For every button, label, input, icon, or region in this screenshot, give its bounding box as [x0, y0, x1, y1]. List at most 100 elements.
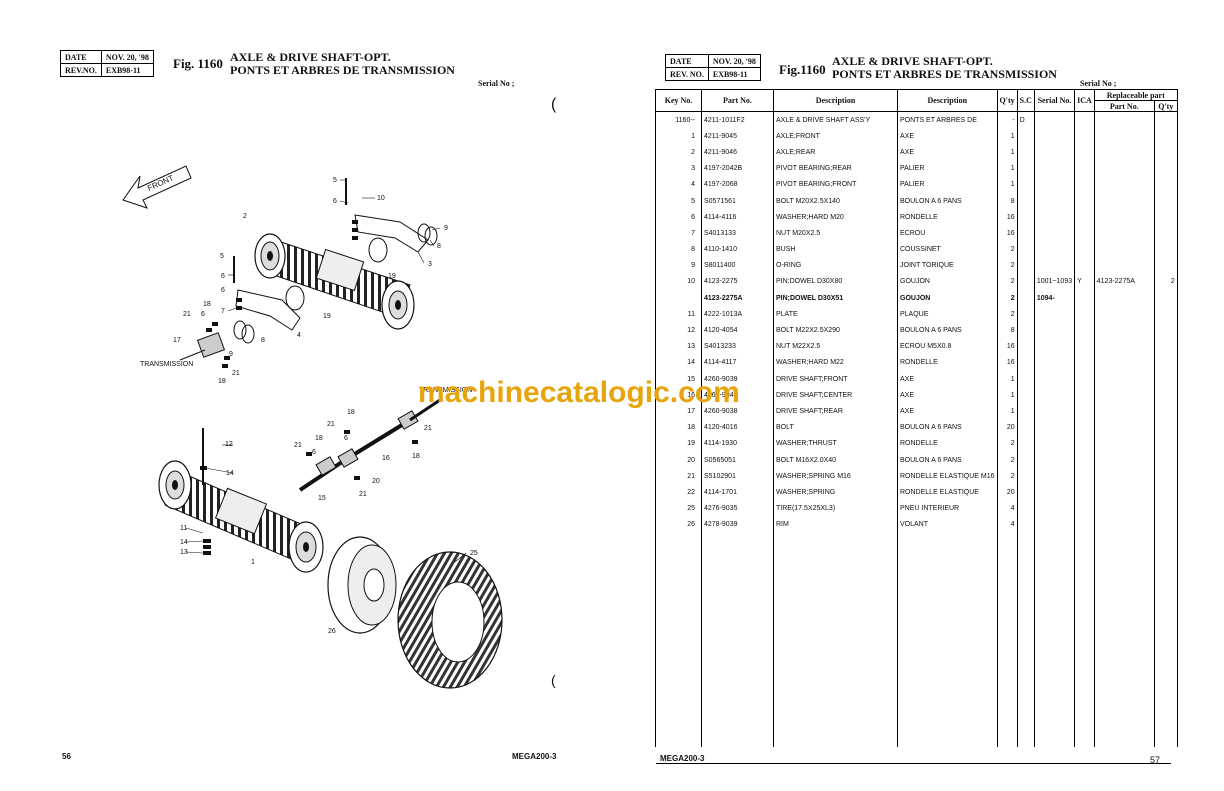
callout-20: 20 — [372, 478, 380, 485]
cell-rqty — [1153, 387, 1178, 404]
cell-fr: VOLANT — [897, 516, 998, 533]
cell-part: 4278-9039 — [701, 516, 774, 533]
cell-ica — [1074, 484, 1095, 501]
cell-rpart — [1093, 306, 1155, 323]
cell-rpart — [1093, 160, 1155, 177]
cell-sc — [1016, 403, 1035, 420]
cell-key: 10 — [655, 273, 702, 291]
cell-part: 4276-9035 — [701, 500, 774, 517]
callout-labels: 5 6 10 2 9 8 3 19 5 6 6 7 18 6 21 19 4 8… — [140, 177, 478, 635]
cell-sc — [1016, 128, 1035, 145]
right-title-fr: PONTS ET ARBRES DE TRANSMISSION — [832, 67, 1057, 81]
cell-rqty — [1153, 403, 1178, 420]
cell-fr: PNEU INTERIEUR — [897, 500, 998, 517]
cell-fr: BOULON A 6 PANS — [897, 192, 998, 210]
callout-8: 8 — [437, 243, 441, 250]
cell-serial — [1033, 354, 1076, 371]
cell-key: 1160-- — [655, 111, 702, 129]
cell-rqty — [1153, 500, 1178, 517]
cell-sc — [1016, 306, 1035, 323]
cell-sc — [1016, 371, 1035, 388]
right-footer-rule — [656, 763, 1171, 764]
callout-22d: 21 — [424, 425, 432, 432]
cell-part: 4211-9046 — [701, 144, 774, 161]
callout-11: 11 — [180, 525, 187, 532]
cell-key: 22 — [655, 484, 702, 501]
cell-serial — [1033, 387, 1076, 404]
cell-serial: 1094- — [1033, 290, 1076, 307]
cell-en: WASHER;THRUST — [773, 435, 898, 452]
cell-rqty — [1153, 306, 1178, 323]
cell-serial — [1033, 451, 1076, 469]
transmission-label: TRANSMISSION — [140, 361, 193, 368]
cell-part: 4123-2275A — [701, 290, 774, 307]
cell-sc — [1016, 435, 1035, 452]
cell-qty: 2 — [996, 290, 1018, 307]
cell-sc — [1016, 338, 1035, 355]
cell-qty: 2 — [996, 273, 1018, 291]
cell-key: 26 — [655, 516, 702, 533]
cell-fr: JOINT TORIQUE — [897, 257, 998, 274]
cell-en: RIM — [773, 516, 898, 533]
cell-part: S8011400 — [701, 257, 774, 274]
cell-en: O-RING — [773, 257, 898, 274]
cell-fr: RONDELLE ELASTIQUE M16 — [897, 468, 998, 485]
cell-qty: 4 — [996, 516, 1018, 533]
cell-part: S4013133 — [701, 225, 774, 242]
callout-13: 13 — [180, 549, 188, 556]
cell-rqty — [1153, 209, 1178, 226]
left-model: MEGA200-3 — [512, 752, 557, 761]
cell-key: 1 — [655, 128, 702, 145]
cell-rpart — [1093, 371, 1155, 388]
cell-sc — [1016, 241, 1035, 258]
cell-sc — [1016, 451, 1035, 469]
cell-serial — [1033, 144, 1076, 161]
cell-rpart — [1093, 338, 1155, 355]
cell-en: WASHER;HARD M22 — [773, 354, 898, 371]
cell-rqty — [1153, 435, 1178, 452]
cell-ica — [1074, 371, 1095, 388]
cell-serial — [1033, 128, 1076, 145]
cell-ica — [1074, 387, 1095, 404]
cell-rpart — [1093, 144, 1155, 161]
cell-sc — [1016, 516, 1035, 533]
cell-fr: COUSSINET — [897, 241, 998, 258]
cell-qty: 1 — [996, 160, 1018, 177]
callout-8b: 8 — [261, 337, 265, 344]
cell-key: 5 — [655, 192, 702, 210]
callout-14a: 14 — [226, 470, 234, 477]
cell-en: PIN;DOWEL D30X51 — [773, 290, 898, 307]
cell-serial — [1033, 500, 1076, 517]
cell-sc — [1016, 322, 1035, 339]
cell-ica — [1074, 209, 1095, 226]
callout-25: 25 — [470, 550, 478, 557]
cell-rpart — [1093, 468, 1155, 485]
cell-sc — [1016, 225, 1035, 242]
cell-qty: 2 — [996, 241, 1018, 258]
cell-ica — [1074, 160, 1095, 177]
cell-part: 4110-1410 — [701, 241, 774, 258]
cell-part: S0565051 — [701, 451, 774, 469]
filler-cell — [1016, 532, 1035, 747]
left-serial-label: Serial No ; — [478, 79, 515, 88]
filler-cell — [1074, 532, 1095, 747]
left-fig-label: Fig. 1160 — [173, 56, 223, 71]
cell-rpart — [1093, 257, 1155, 274]
cell-rqty — [1153, 160, 1178, 177]
cell-serial — [1033, 176, 1076, 193]
cell-sc — [1016, 468, 1035, 485]
cell-rqty — [1153, 338, 1178, 355]
cell-en: DRIVE SHAFT;CENTER — [773, 387, 898, 404]
cell-fr: AXE — [897, 128, 998, 145]
cell-en: PIN;DOWEL D30X80 — [773, 273, 898, 291]
filler-cell — [1093, 532, 1155, 747]
